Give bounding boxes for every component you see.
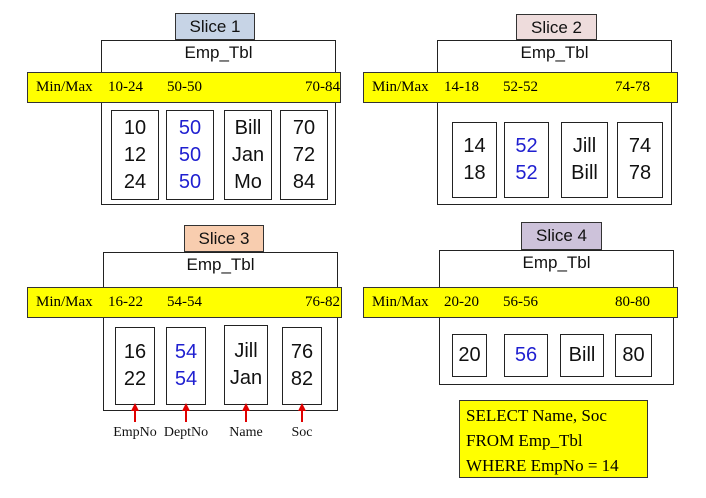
column-soc: 70 72 84 <box>280 110 328 200</box>
range-value: 70-84 <box>305 79 340 95</box>
table-name: Emp_Tbl <box>184 43 253 62</box>
cell-value: Bill <box>568 344 596 366</box>
cell-value: 76 <box>290 341 314 363</box>
arrow-up-icon <box>298 403 306 411</box>
cell-value: 72 <box>292 143 316 166</box>
arrow-shaft <box>301 410 303 422</box>
column-deptno: 50 50 50 <box>166 110 214 200</box>
range-value: 74-78 <box>615 79 650 95</box>
min-max-label: Min/Max <box>372 294 429 310</box>
cell-value: 52 <box>515 135 538 157</box>
range-value: 20-20 <box>444 294 479 310</box>
cell-value: 82 <box>290 368 314 390</box>
table-name: Emp_Tbl <box>186 255 255 274</box>
min-max-label: Min/Max <box>36 294 93 310</box>
arrow-up-icon <box>242 403 250 411</box>
range-value: 14-18 <box>444 79 479 95</box>
slice-tab: Slice 2 <box>516 14 597 40</box>
cell-value: 14 <box>463 135 486 157</box>
column-name: Bill <box>560 334 604 377</box>
cell-value: 24 <box>123 170 147 193</box>
min-max-band: Min/Max 14-18 52-52 74-78 <box>363 72 678 103</box>
cell-value: 74 <box>628 135 652 157</box>
sql-line: SELECT Name, Soc <box>466 406 607 425</box>
cell-value: 54 <box>174 368 198 390</box>
table-name: Emp_Tbl <box>520 43 589 62</box>
cell-value: Jan <box>231 143 265 166</box>
cell-value: 10 <box>123 116 147 139</box>
cell-value: Jan <box>229 367 263 389</box>
column-label: Name <box>229 425 263 440</box>
cell-value: 78 <box>628 162 652 184</box>
arrow-shaft <box>134 410 136 422</box>
sql-query-box: SELECT Name, Soc FROM Emp_Tbl WHERE EmpN… <box>459 400 648 478</box>
range-value: 80-80 <box>615 294 650 310</box>
cell-value: 50 <box>178 116 202 139</box>
cell-value: 80 <box>622 344 645 366</box>
cell-value: Bill <box>571 162 598 184</box>
cell-value: 22 <box>123 368 147 390</box>
cell-value: 84 <box>292 170 316 193</box>
arrow-up-icon <box>182 403 190 411</box>
column-label: EmpNo <box>113 425 157 440</box>
sql-line: WHERE EmpNo = 14 <box>466 456 619 475</box>
range-value: 16-22 <box>108 294 143 310</box>
slice-tab: Slice 1 <box>175 13 255 40</box>
cell-value: Bill <box>234 116 262 139</box>
cell-value: 56 <box>514 344 538 366</box>
cell-value: 18 <box>463 162 486 184</box>
min-max-band: Min/Max 10-24 50-50 70-84 <box>27 72 341 103</box>
range-value: 54-54 <box>167 294 202 310</box>
cell-value: 12 <box>123 143 147 166</box>
range-value: 10-24 <box>108 79 143 95</box>
arrow-shaft <box>245 410 247 422</box>
cell-value: 20 <box>458 344 481 366</box>
column-empno: 20 <box>452 334 487 377</box>
min-max-label: Min/Max <box>36 79 93 95</box>
arrow-shaft <box>185 410 187 422</box>
column-label: Soc <box>291 425 313 440</box>
cell-value: Mo <box>234 170 262 193</box>
cell-value: Jill <box>572 135 597 157</box>
column-soc: 80 <box>615 334 652 377</box>
range-value: 50-50 <box>167 79 202 95</box>
cell-value: Jill <box>234 340 258 362</box>
slice-tab: Slice 3 <box>184 225 264 252</box>
column-empno: 10 12 24 <box>111 110 159 200</box>
cell-value: 70 <box>292 116 316 139</box>
arrow-up-icon <box>131 403 139 411</box>
column-deptno: 56 <box>504 334 548 377</box>
cell-value: 50 <box>178 170 202 193</box>
slice-tab: Slice 4 <box>521 222 602 250</box>
cell-value: 52 <box>515 162 538 184</box>
cell-value: 50 <box>178 143 202 166</box>
min-max-band: Min/Max 20-20 56-56 80-80 <box>363 287 678 318</box>
cell-value: 16 <box>123 341 147 363</box>
sql-line: FROM Emp_Tbl <box>466 431 583 450</box>
range-value: 56-56 <box>503 294 538 310</box>
cell-value: 54 <box>174 341 198 363</box>
range-value: 76-82 <box>305 294 340 310</box>
range-value: 52-52 <box>503 79 538 95</box>
min-max-label: Min/Max <box>372 79 429 95</box>
column-label: DeptNo <box>163 425 209 440</box>
min-max-band: Min/Max 16-22 54-54 76-82 <box>27 287 342 318</box>
table-name: Emp_Tbl <box>522 253 591 272</box>
